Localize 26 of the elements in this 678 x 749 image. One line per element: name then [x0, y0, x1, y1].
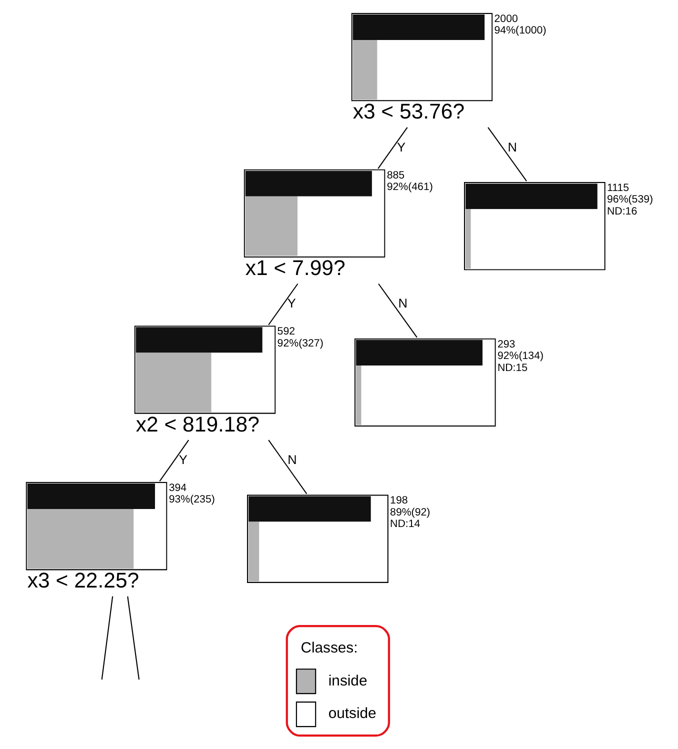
edge-label: N — [398, 296, 408, 311]
node-label: 92%(327) — [277, 337, 324, 350]
node-label: 198 — [390, 494, 408, 507]
node-label: 592 — [277, 326, 296, 338]
node-label: 885 — [386, 169, 405, 182]
edge-label: Y — [287, 296, 296, 311]
node-label: 93%(235) — [168, 494, 215, 506]
edge-label: Y — [178, 452, 188, 467]
legend-label: outside — [328, 706, 376, 722]
node-label: 94%(1000) — [494, 24, 546, 37]
node-label: 1115 — [607, 182, 630, 194]
node-label: 89%(92) — [390, 506, 430, 518]
node-label: 2000 — [494, 12, 518, 25]
node-label: ND:16 — [607, 205, 638, 218]
node-label: ND:15 — [497, 362, 528, 374]
node-label: 394 — [168, 482, 187, 494]
node-label: 92%(134) — [497, 350, 544, 362]
node-label: ND:14 — [390, 518, 420, 530]
node-label: 293 — [497, 338, 516, 350]
edge-label: N — [288, 452, 297, 467]
node-label: 96%(539) — [607, 194, 654, 206]
node-label: 92%(461) — [386, 180, 433, 193]
edge-label: N — [508, 139, 517, 154]
label: Classes: — [300, 640, 358, 656]
edge-label: Y — [396, 139, 406, 154]
legend-label: inside — [328, 673, 368, 690]
